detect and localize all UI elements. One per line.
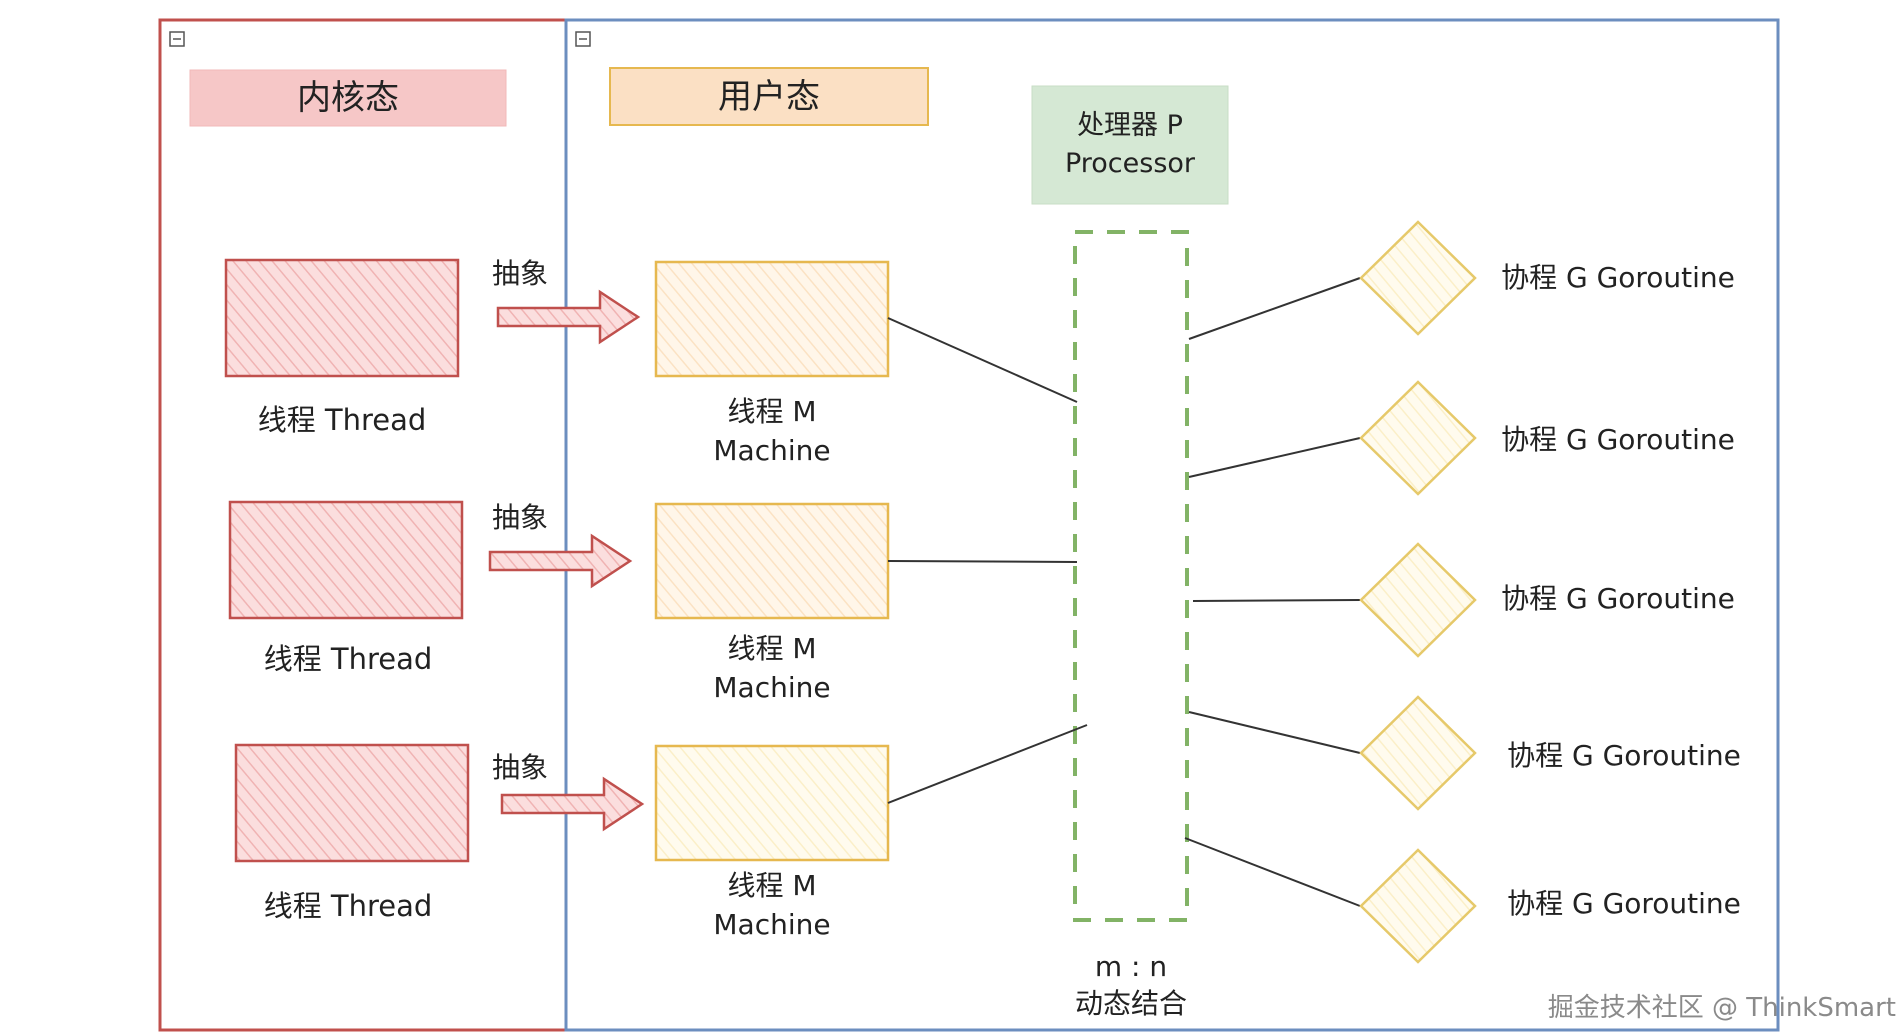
connector-line (1192, 599, 1361, 602)
connector-line (1188, 277, 1361, 340)
machine-group-3: 线程 M Machine (654, 744, 890, 941)
abstraction-label: 抽象 (492, 501, 548, 534)
processor-label-en: Processor (1065, 148, 1196, 179)
watermark: 掘金技术社区 @ ThinkSmart (1548, 993, 1896, 1023)
abstraction-arrow-1: 抽象 (492, 257, 641, 345)
connector-line (887, 724, 1088, 804)
goroutine-label: 协程 G Goroutine (1501, 423, 1735, 456)
abstraction-arrow-3: 抽象 (492, 751, 645, 832)
machine-label-cn: 线程 M (727, 632, 816, 665)
processor: 处理器 P Processor (1031, 85, 1229, 922)
machine-label-cn: 线程 M (727, 869, 816, 902)
connector-line (1184, 837, 1361, 907)
processor-label-cn: 处理器 P (1077, 110, 1183, 141)
goroutine-group-3: 协程 G Goroutine (1359, 542, 1735, 658)
connector-line (1188, 437, 1361, 478)
goroutine-label: 协程 G Goroutine (1507, 739, 1741, 772)
thread-group-3: 线程 Thread (234, 743, 470, 923)
goroutine-diamond (1359, 542, 1477, 658)
thread-group-1: 线程 Thread (224, 258, 460, 437)
kernel-title-box (189, 69, 507, 127)
goroutine-diamond (1359, 848, 1477, 964)
processor-queue (1073, 230, 1189, 922)
thread-group-2: 线程 Thread (228, 500, 464, 676)
user-title-box (609, 67, 929, 126)
goroutine-connectors (1184, 277, 1361, 907)
machine-label-en: Machine (713, 908, 830, 941)
abstraction-label: 抽象 (492, 257, 548, 290)
machine-connectors (887, 317, 1088, 804)
connector-line (887, 560, 1078, 563)
goroutine-label: 协程 G Goroutine (1501, 582, 1735, 615)
arrow-right-icon (500, 776, 645, 832)
thread-box (224, 258, 460, 378)
machine-label-en: Machine (713, 671, 830, 704)
machine-box (654, 744, 890, 862)
machine-group-2: 线程 M Machine (654, 502, 890, 704)
kernel-title: 内核态 (297, 78, 399, 118)
abstraction-label: 抽象 (492, 751, 548, 784)
connector-line (887, 317, 1078, 403)
connector-line (1188, 711, 1361, 754)
goroutine-group-2: 协程 G Goroutine (1359, 380, 1735, 496)
user-container: 用户态 (564, 18, 1780, 1032)
goroutine-diamond (1359, 380, 1477, 496)
thread-label: 线程 Thread (264, 889, 433, 923)
thread-box (234, 743, 470, 863)
machine-label-en: Machine (713, 434, 830, 467)
thread-box (228, 500, 464, 620)
goroutine-group-5: 协程 G Goroutine (1359, 848, 1741, 964)
thread-label: 线程 Thread (264, 642, 433, 676)
goroutine-group-4: 协程 G Goroutine (1359, 695, 1741, 811)
user-title: 用户态 (718, 77, 820, 117)
machine-box (654, 260, 890, 378)
kernel-container: 内核态 (158, 18, 568, 1032)
goroutine-diamond (1359, 220, 1477, 336)
ratio-label: m : n 动态结合 (1075, 950, 1187, 1020)
goroutine-label: 协程 G Goroutine (1507, 887, 1741, 920)
thread-label: 线程 Thread (258, 403, 427, 437)
machine-box (654, 502, 890, 620)
machine-group-1: 线程 M Machine (654, 260, 890, 467)
abstraction-arrow-2: 抽象 (488, 501, 633, 589)
goroutine-diamond (1359, 695, 1477, 811)
machine-label-cn: 线程 M (727, 395, 816, 428)
goroutine-label: 协程 G Goroutine (1501, 261, 1735, 294)
ratio-caption: 动态结合 (1075, 987, 1187, 1020)
arrow-right-icon (496, 289, 641, 345)
goroutine-group-1: 协程 G Goroutine (1359, 220, 1735, 336)
ratio-text: m : n (1095, 950, 1167, 983)
arrow-right-icon (488, 533, 633, 589)
